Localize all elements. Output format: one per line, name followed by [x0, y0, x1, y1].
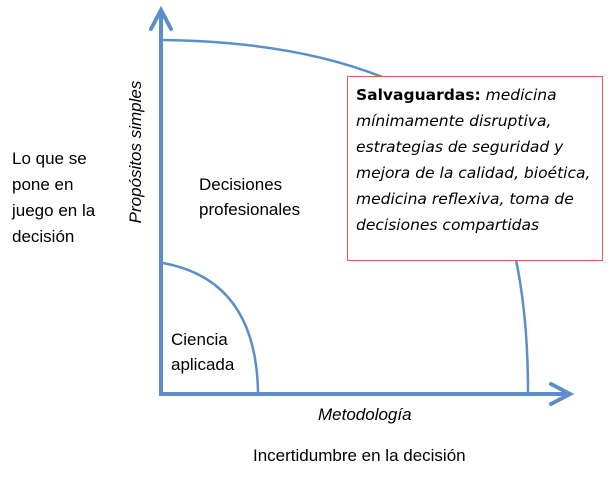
safeguards-box: Salvaguardas: medicina mínimamente disru… [347, 76, 603, 261]
inner-arc [162, 261, 260, 393]
left-label-line: juego en la [12, 201, 96, 220]
region-line: Decisiones [199, 175, 283, 194]
region-line: profesionales [199, 200, 301, 219]
left-label-line: decisión [12, 227, 75, 246]
region-applied: Ciencia aplicada [171, 327, 234, 377]
bottom-label: Incertidumbre en la decisión [253, 446, 466, 465]
region-line: aplicada [171, 355, 235, 374]
safeguards-title: Salvaguardas: [356, 86, 481, 104]
left-label: Lo que se pone en juego en la decisión [12, 146, 95, 250]
x-axis-label: Metodología [318, 405, 412, 424]
left-label-line: Lo que se [12, 149, 87, 168]
y-axis-label: Propósitos simples [126, 80, 145, 224]
safeguards-text: medicina mínimamente disruptiva, estrate… [356, 86, 591, 234]
y-axis-arrowhead [149, 5, 173, 31]
x-axis-arrowhead [549, 382, 575, 406]
left-label-line: pone en [12, 175, 74, 194]
region-professional: Decisiones profesionales [199, 172, 300, 222]
region-line: Ciencia [171, 330, 228, 349]
